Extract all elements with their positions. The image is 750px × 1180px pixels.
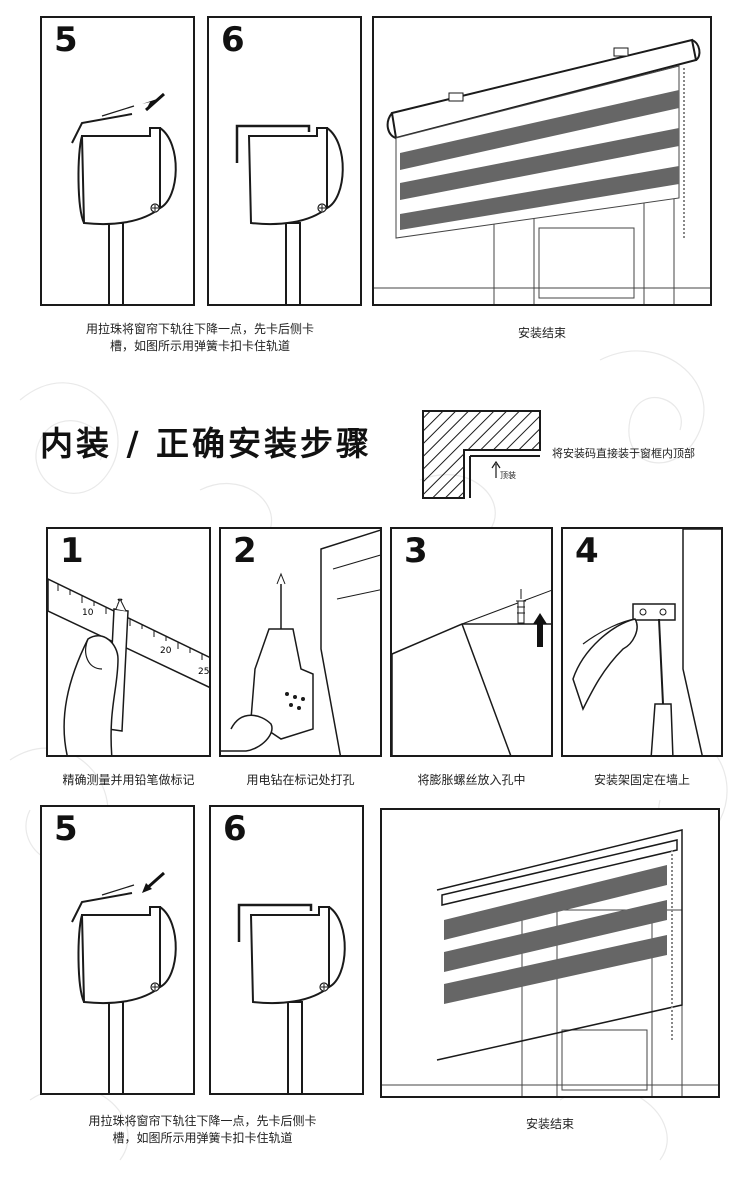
bottom-step6-panel: 6 (209, 805, 364, 1095)
bracket-locked-illustration (235, 124, 344, 304)
top-step6-panel: 6 (207, 16, 362, 306)
diagram-label: 顶装 (500, 471, 516, 480)
step4-panel: 4 (561, 527, 723, 757)
step3-panel: 3 (390, 527, 553, 757)
bottom-finish-panel (380, 808, 720, 1098)
top-step5-panel: 5 (40, 16, 195, 306)
top-step5-caption: 用拉珠将窗帘下轨往下降一点，先卡后侧卡 槽，如图所示用弹簧卡扣卡住轨道 (40, 321, 360, 355)
step-number: 6 (221, 20, 245, 60)
top-finish-caption: 安装结束 (517, 326, 566, 340)
ceiling-mount-diagram (422, 410, 541, 499)
step-number: 3 (404, 531, 428, 571)
drill-illustration (221, 529, 380, 755)
ruler-tick: 10 (82, 608, 94, 618)
installed-blind-illustration (374, 38, 710, 304)
diagram-note: 将安装码直接装于窗框内顶部 (552, 447, 695, 460)
step-number: 4 (575, 531, 599, 571)
bracket-locked-illustration (237, 903, 346, 1093)
step4-caption: 安装架固定在墙上 (593, 773, 690, 787)
bracket-clip-illustration (71, 871, 177, 1093)
step1-panel: 1 10 20 25 (46, 527, 211, 757)
mount-bracket-illustration (572, 529, 721, 755)
step1-caption: 精确测量并用铅笔做标记 (62, 773, 195, 787)
bottom-step5-caption: 用拉珠将窗帘下轨往下降一点，先卡后侧卡 槽，如图所示用弹簧卡扣卡住轨道 (40, 1113, 365, 1147)
ruler-tick: 20 (160, 646, 172, 656)
step-number: 6 (223, 809, 247, 849)
step2-panel: 2 (219, 527, 382, 757)
step-number: 5 (54, 20, 78, 60)
caption-line: 用拉珠将窗帘下轨往下降一点，先卡后侧卡 (85, 322, 314, 336)
section-title: 内装 / 正确安装步骤 (40, 424, 373, 463)
step2-caption: 用电钻在标记处打孔 (246, 773, 355, 787)
step-number: 5 (54, 809, 78, 849)
step3-caption: 将膨胀螺丝放入孔中 (417, 773, 526, 787)
bottom-step5-panel: 5 (40, 805, 195, 1095)
measure-illustration: 10 20 25 (48, 578, 209, 755)
ruler-tick: 25 (198, 667, 209, 677)
caption-line: 槽，如图所示用弹簧卡扣卡住轨道 (109, 339, 290, 353)
caption-line: 槽，如图所示用弹簧卡扣卡住轨道 (112, 1131, 293, 1145)
bottom-finish-caption: 安装结束 (525, 1117, 574, 1131)
step-number: 1 (60, 531, 84, 571)
bracket-clip-illustration (71, 92, 177, 304)
top-finish-panel (372, 16, 712, 306)
installed-blind-illustration (382, 829, 718, 1096)
step-number: 2 (233, 531, 257, 571)
caption-line: 用拉珠将窗帘下轨往下降一点，先卡后侧卡 (88, 1114, 317, 1128)
anchor-illustration (392, 589, 551, 755)
